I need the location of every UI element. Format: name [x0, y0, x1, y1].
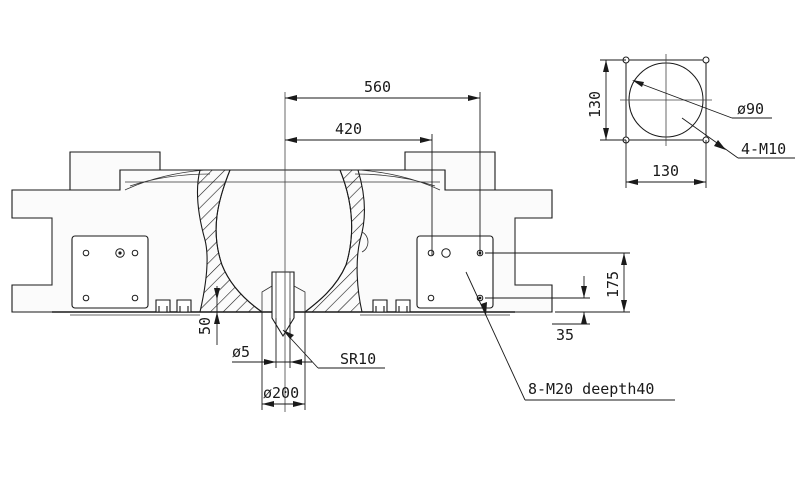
dim-thread-arrow — [481, 302, 487, 316]
dim-560-label: 560 — [364, 78, 391, 96]
dim-sr10: SR10 — [282, 329, 385, 369]
detail-hole-tr — [702, 56, 710, 64]
dim-50-arrow-top — [214, 288, 220, 300]
dim-thread-leader — [465, 271, 526, 401]
dim-50-label: 50 — [196, 317, 214, 335]
left-plate-hole-5 — [131, 294, 139, 302]
cavity-outline — [215, 169, 353, 313]
detail-height-arrow-bottom — [603, 128, 609, 140]
dim-175: 175 — [485, 252, 630, 313]
pin-bore-left — [261, 285, 273, 312]
detail-screws-label: 4-M10 — [741, 140, 786, 158]
dim-175-label: 175 — [604, 271, 622, 298]
left-plate-hole-4 — [82, 294, 90, 302]
dim-35-label: 35 — [556, 326, 574, 344]
detail-dia-arrow — [632, 80, 644, 87]
left-plate-hole-1 — [82, 249, 90, 257]
dim-sr10-arrow — [283, 330, 294, 339]
detail-dia-leader — [635, 81, 733, 119]
dim-50-arrow-bottom — [214, 312, 220, 324]
dim-hole5-arrow-right — [290, 359, 302, 365]
dim-175-arrow-top — [621, 253, 627, 265]
dim-35: 35 — [485, 276, 590, 344]
dim-420-arrow-left — [285, 137, 297, 143]
detail-height-label: 130 — [586, 91, 604, 118]
dim-dia200-arrow-left — [262, 401, 274, 407]
dim-35-arrow-bottom — [581, 312, 587, 324]
dim-560: 560 — [285, 78, 481, 255]
detail-width-arrow-right — [694, 179, 706, 185]
detail-dia-label: ø90 — [737, 100, 764, 118]
hatched-section — [196, 169, 369, 313]
dim-sr10-label: SR10 — [340, 350, 376, 368]
left-mount-plate — [71, 235, 149, 309]
dim-hole5: ø5 — [232, 318, 312, 368]
pin-shape — [271, 271, 295, 338]
dim-560-arrow-right — [468, 95, 480, 101]
detail-width-arrow-left — [626, 179, 638, 185]
left-plate — [71, 235, 149, 309]
dim-dia200: ø200 — [261, 312, 306, 410]
right-plate-hole-5-center — [478, 296, 482, 300]
cavity-bump — [361, 231, 369, 253]
bottom-block-4 — [395, 299, 411, 313]
bottom-blocks — [155, 299, 411, 313]
dim-420: 420 — [285, 120, 433, 255]
dim-thread-label: 8-M20 deepth40 — [528, 380, 654, 398]
dim-hole5-label: ø5 — [232, 343, 250, 361]
detail-view: 130 130 ø90 4-M10 — [586, 54, 795, 188]
right-plate — [416, 235, 494, 309]
dim-420-arrow-right — [420, 137, 432, 143]
detail-screws-arrow — [714, 140, 726, 150]
dim-35-arrow-top — [581, 286, 587, 298]
bottom-block-2 — [176, 299, 192, 313]
bottom-block-1 — [155, 299, 171, 313]
dim-560-arrow-left — [285, 95, 297, 101]
dim-hole5-arrow-left — [264, 359, 276, 365]
detail-height-arrow-top — [603, 60, 609, 72]
right-plate-hole-2 — [441, 248, 451, 258]
dim-thread: 8-M20 deepth40 — [465, 271, 675, 401]
left-plate-hole-2-center — [118, 251, 122, 255]
right-plate-hole-4 — [427, 294, 435, 302]
dim-dia200-arrow-right — [293, 401, 305, 407]
detail-width-label: 130 — [652, 162, 679, 180]
bottom-block-3 — [372, 299, 388, 313]
dim-420-label: 420 — [335, 120, 362, 138]
left-plate-hole-3 — [131, 249, 139, 257]
dim-50: 50 — [196, 286, 220, 345]
dim-dia200-label: ø200 — [263, 384, 299, 402]
dim-175-arrow-bottom — [621, 300, 627, 312]
center-pin — [261, 271, 306, 338]
right-plate-hole-1 — [427, 249, 435, 257]
pin-bore-right — [293, 285, 306, 312]
detail-screws-leader — [681, 117, 739, 159]
